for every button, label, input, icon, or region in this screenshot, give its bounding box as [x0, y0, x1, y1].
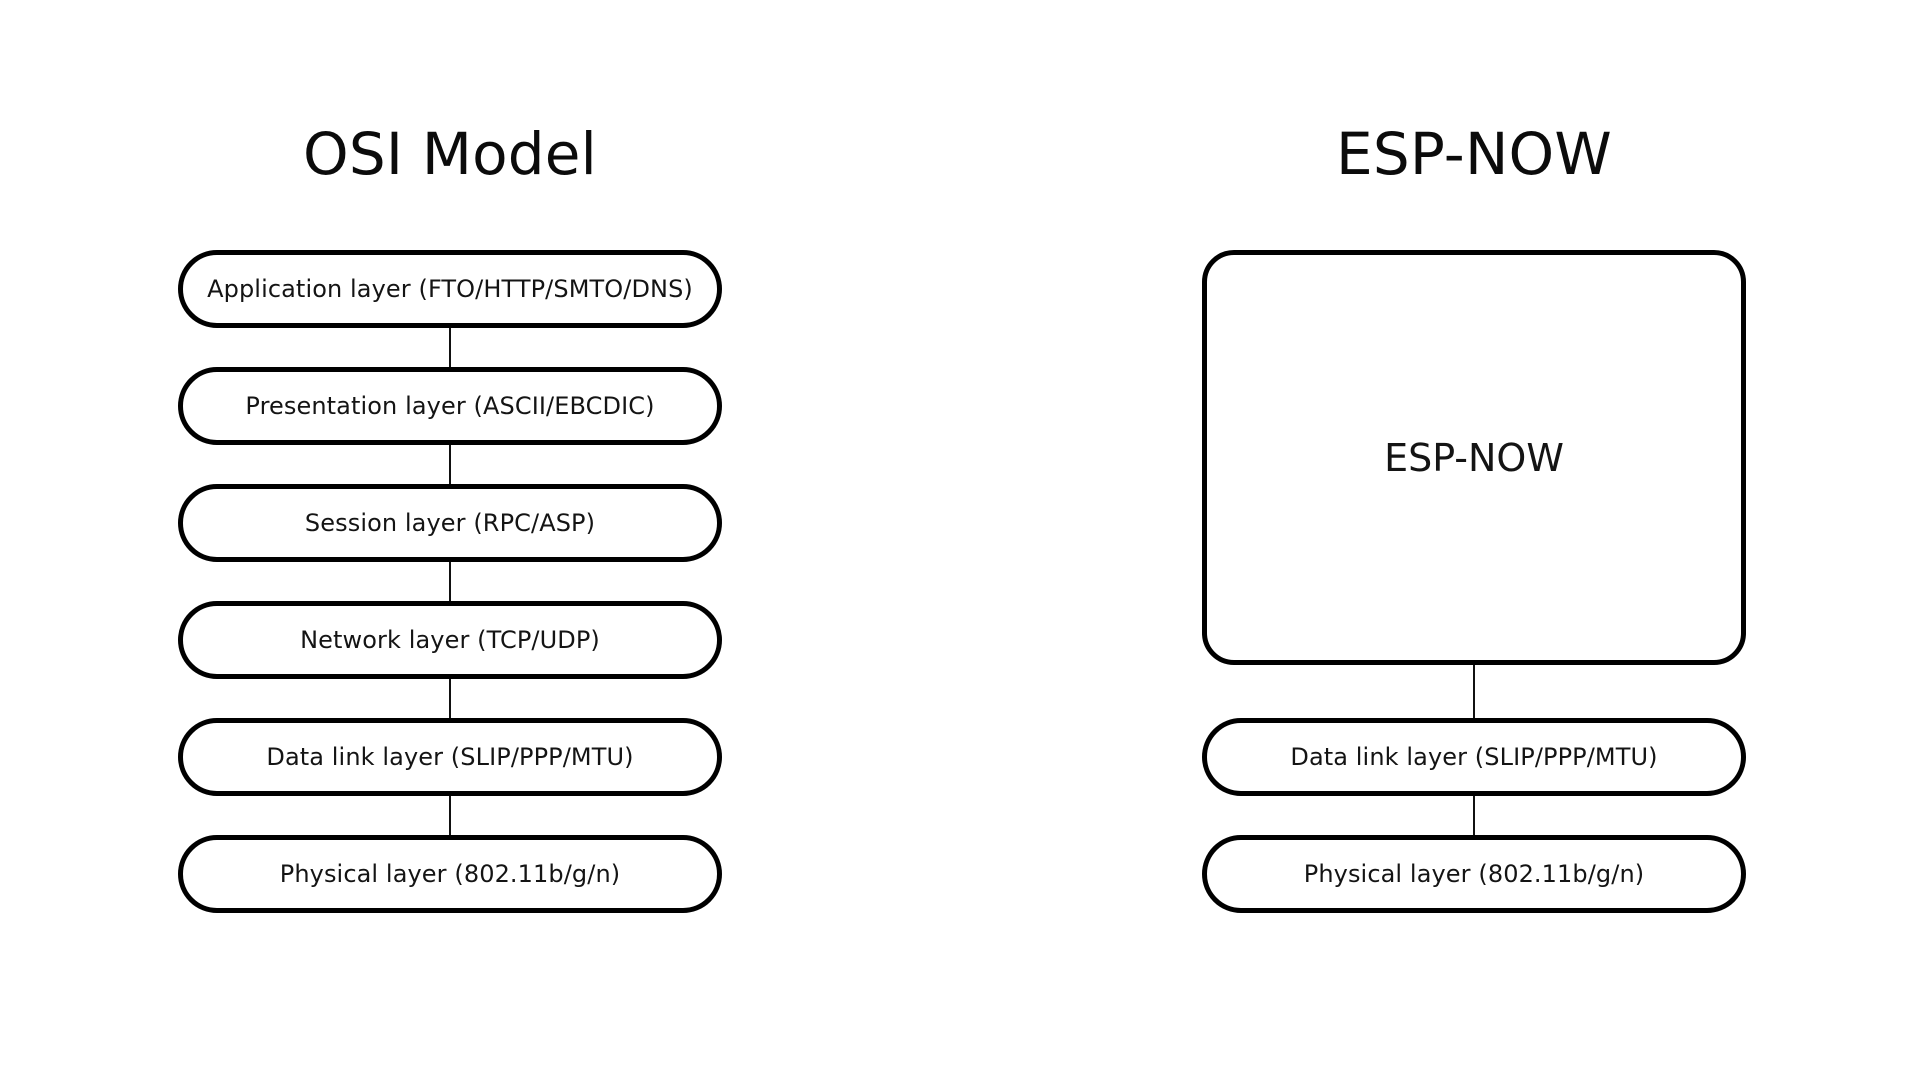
osi-layer-network-label: Network layer (TCP/UDP)	[300, 626, 600, 654]
osi-layer-presentation-label: Presentation layer (ASCII/EBCDIC)	[245, 392, 655, 420]
osi-layer-application[interactable]: Application layer (FTO/HTTP/SMTO/DNS)	[178, 250, 722, 328]
espnow-protocol-block[interactable]: ESP-NOW	[1202, 250, 1746, 665]
espnow-layer-data-link-label: Data link layer (SLIP/PPP/MTU)	[1290, 743, 1658, 771]
espnow-layer-data-link[interactable]: Data link layer (SLIP/PPP/MTU)	[1202, 718, 1746, 796]
espnow-column-title: ESP-NOW	[1336, 120, 1612, 188]
connector-osi-1-2	[449, 320, 451, 378]
osi-layer-data-link-label: Data link layer (SLIP/PPP/MTU)	[266, 743, 634, 771]
connector-espnow-1-2	[1473, 663, 1475, 723]
osi-layer-presentation[interactable]: Presentation layer (ASCII/EBCDIC)	[178, 367, 722, 445]
connector-osi-4-5	[449, 671, 451, 729]
espnow-layer-physical-label: Physical layer (802.11b/g/n)	[1303, 860, 1645, 888]
osi-layer-data-link[interactable]: Data link layer (SLIP/PPP/MTU)	[178, 718, 722, 796]
connector-osi-5-6	[449, 788, 451, 846]
espnow-layer-physical[interactable]: Physical layer (802.11b/g/n)	[1202, 835, 1746, 913]
connector-osi-3-4	[449, 554, 451, 612]
osi-layer-session-label: Session layer (RPC/ASP)	[304, 509, 596, 537]
osi-layer-physical-label: Physical layer (802.11b/g/n)	[279, 860, 621, 888]
connector-espnow-2-3	[1473, 788, 1475, 846]
osi-column-title: OSI Model	[303, 120, 597, 188]
osi-layer-network[interactable]: Network layer (TCP/UDP)	[178, 601, 722, 679]
connector-osi-2-3	[449, 437, 451, 495]
osi-layer-session[interactable]: Session layer (RPC/ASP)	[178, 484, 722, 562]
osi-layer-application-label: Application layer (FTO/HTTP/SMTO/DNS)	[207, 275, 693, 303]
osi-layer-physical[interactable]: Physical layer (802.11b/g/n)	[178, 835, 722, 913]
espnow-protocol-block-label: ESP-NOW	[1384, 435, 1564, 480]
